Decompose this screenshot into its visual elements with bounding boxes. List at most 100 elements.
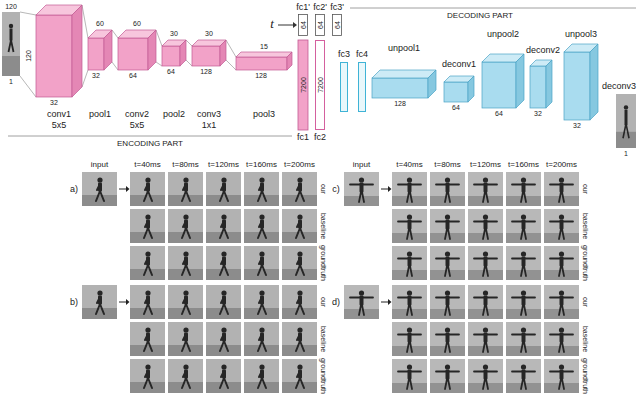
layer-front [36, 15, 72, 97]
time-label: t=40ms [134, 161, 160, 169]
fc-layer [316, 15, 325, 36]
layer-front [236, 57, 287, 70]
time-label: t=80ms [434, 161, 460, 169]
guide-lines [20, 5, 236, 97]
layer-size: 7200 [300, 77, 307, 93]
layer-box: conv15x5 [36, 5, 82, 97]
layer-name: fc2 [314, 133, 326, 142]
dimension-number: 128 [255, 72, 267, 79]
layer-front [444, 82, 468, 102]
dimension-number: 128 [394, 100, 406, 107]
layer-name: conv1 [47, 110, 71, 119]
row-label: baseline [582, 213, 589, 239]
fc-layer [299, 15, 308, 36]
row-label: groundtruth [320, 358, 327, 394]
time-label: t=120ms [208, 161, 239, 169]
layer-shape [358, 62, 366, 112]
panel-letter: a) [70, 185, 78, 194]
row-label: baseline [320, 326, 327, 352]
layer-side [220, 40, 226, 66]
dimension-number: 60 [96, 20, 104, 27]
layer-box: pool1 [88, 30, 112, 70]
dimension-number: 64 [167, 68, 175, 75]
layer-box: conv31x1 [192, 40, 226, 66]
layer-name: deconv1 [442, 60, 476, 69]
input-label: input [353, 161, 370, 169]
layer-name: unpool1 [388, 44, 420, 53]
layer-name: fc4 [356, 50, 368, 59]
layer-box: fc17200 [298, 40, 308, 130]
layer-shape [482, 54, 524, 108]
layer-box: deconv2 [530, 60, 552, 108]
dimension-number: 128 [200, 68, 212, 75]
layer-name: fc3' [330, 3, 344, 12]
panel-letter: b) [70, 298, 78, 307]
fc-layer [316, 41, 325, 130]
dimension-number: 30 [170, 30, 178, 37]
layer-front [192, 46, 220, 66]
output-figure [625, 110, 628, 125]
input-label: input [91, 161, 108, 169]
layer-size: 64 [300, 21, 307, 29]
layer-box: fc1'64 [298, 14, 308, 36]
dimension-number: 64 [129, 72, 137, 79]
layer-front [530, 66, 546, 108]
layer-side [148, 30, 156, 70]
layer-size: 64 [317, 21, 324, 29]
layer-shape [372, 70, 436, 98]
dimension-number: 64 [495, 110, 503, 117]
layer-shape [340, 62, 348, 112]
layer-size: 5x5 [52, 121, 67, 130]
dimension-number: 32 [92, 72, 100, 79]
layer-top [372, 70, 436, 78]
layer-side [546, 60, 552, 108]
layer-shape [530, 60, 552, 108]
dimension-number: 32 [50, 99, 58, 106]
dimension-number: 30 [205, 30, 213, 37]
time-label: t=200ms [546, 161, 577, 169]
row-label: baseline [320, 213, 327, 239]
dimension-number: 32 [573, 122, 581, 129]
layer-name: deconv2 [526, 46, 560, 55]
layer-name: unpool2 [487, 30, 519, 39]
fc-layer [298, 40, 308, 130]
layer-size: 64 [334, 21, 341, 29]
layer-name: fc1' [296, 3, 310, 12]
layer-shape [444, 76, 474, 102]
dimension-number: 120 [25, 50, 32, 62]
layer-side [468, 76, 474, 102]
output-figure [624, 105, 628, 109]
layer-front [482, 62, 516, 108]
layer-box: deconv3 [616, 94, 636, 148]
layer-name: unpool3 [565, 30, 597, 39]
layer-box: unpool2 [482, 54, 524, 108]
layer-front [372, 78, 428, 98]
decoding-rule [350, 8, 636, 9]
time-label: t=160ms [508, 161, 539, 169]
layer-box: fc3 [340, 62, 348, 112]
layer-box: fc27200 [315, 40, 325, 130]
input-image [2, 12, 20, 76]
time-label: t=120ms [470, 161, 501, 169]
fc-layer [341, 63, 348, 112]
result-frames [82, 172, 582, 396]
layer-side [180, 40, 186, 66]
layer-front [564, 52, 590, 120]
layer-shape [616, 94, 636, 148]
layer-name: conv2 [125, 110, 149, 119]
layer-side [590, 44, 598, 120]
frame-arrows [119, 186, 392, 305]
layer-shape [88, 30, 112, 70]
layer-name: fc2' [313, 3, 327, 12]
layer-shape [564, 44, 598, 120]
layer-side [104, 30, 112, 70]
time-label: t=80ms [172, 161, 198, 169]
layer-box: pool2 [162, 40, 186, 66]
time-input: t [270, 17, 274, 30]
time-label: t=160ms [246, 161, 277, 169]
row-label: our [320, 297, 327, 307]
layer-box: conv25x5 [118, 30, 156, 70]
panel-letter: c) [332, 185, 340, 194]
layer-front [162, 46, 180, 66]
time-label: t=200ms [284, 161, 315, 169]
